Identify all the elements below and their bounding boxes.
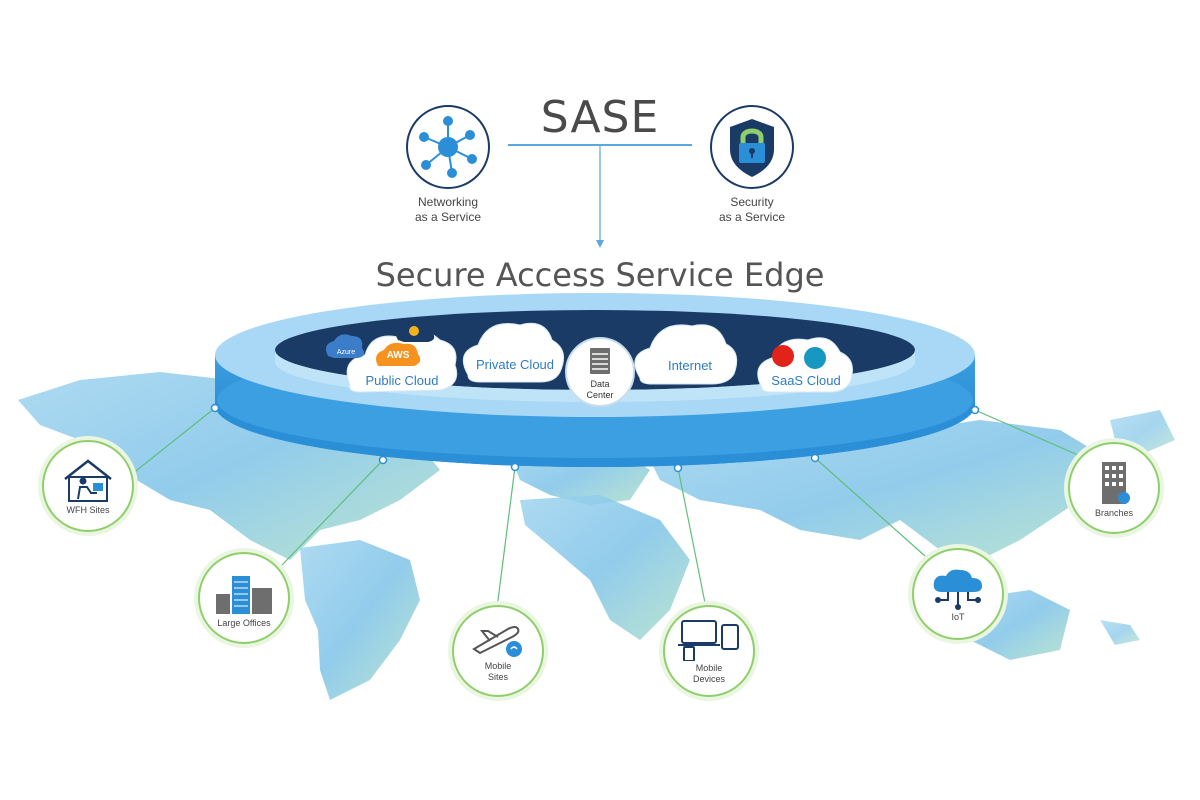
continent-south-america bbox=[300, 540, 420, 700]
wfh-sites-label: WFH Sites bbox=[66, 504, 110, 515]
aws-badge-icon bbox=[376, 342, 421, 366]
title-connectors bbox=[508, 144, 692, 248]
data-center-label: Data Center bbox=[570, 379, 630, 401]
endpoint-iot: IoT bbox=[912, 548, 1004, 640]
security-line2: as a Service bbox=[718, 210, 786, 224]
saas-cloud-label: SaaS Cloud bbox=[771, 373, 841, 388]
red-app-icon bbox=[772, 345, 794, 367]
iot-label: IoT bbox=[951, 611, 965, 622]
salesforce-icon bbox=[802, 345, 828, 371]
diagram-subtitle: Secure Access Service Edge bbox=[375, 256, 825, 294]
data-center-line2: Center bbox=[586, 390, 614, 400]
azure-label: Azure bbox=[336, 349, 356, 356]
endpoint-branches: Branches bbox=[1068, 442, 1160, 534]
branch-building-icon bbox=[1102, 461, 1130, 504]
mobile-devices-line2: Devices bbox=[692, 674, 725, 684]
security-service: Security as a Service bbox=[682, 105, 822, 225]
devices-icon bbox=[678, 620, 739, 661]
large-offices-label: Large Offices bbox=[217, 617, 271, 628]
branches-label: Branches bbox=[1094, 507, 1134, 518]
private-cloud-label: Private Cloud bbox=[475, 357, 555, 372]
networking-line1: Networking bbox=[417, 195, 479, 209]
public-cloud-label: Public Cloud bbox=[365, 373, 439, 388]
office-buildings-icon bbox=[216, 575, 272, 614]
security-line1: Security bbox=[730, 195, 774, 209]
mobile-devices-line1: Mobile bbox=[695, 663, 723, 673]
continent-africa bbox=[520, 495, 690, 640]
data-center-line1: Data bbox=[590, 379, 610, 389]
home-worker-icon bbox=[64, 458, 112, 502]
network-hub-icon bbox=[406, 105, 490, 189]
mobile-devices-label: Mobile Devices bbox=[693, 663, 725, 685]
networking-service: Networking as a Service bbox=[378, 105, 518, 225]
mobile-sites-label: Mobile Sites bbox=[485, 661, 512, 683]
endpoint-large-offices: Large Offices bbox=[198, 552, 290, 644]
padlock-shield-icon bbox=[710, 105, 794, 189]
endpoint-mobile-sites: Mobile Sites bbox=[452, 605, 544, 697]
aws-label: AWS bbox=[386, 350, 410, 361]
internet-label: Internet bbox=[667, 358, 713, 373]
azure-cloud-icon bbox=[326, 334, 365, 358]
mobile-sites-line2: Sites bbox=[487, 672, 508, 682]
endpoint-wfh-sites: WFH Sites bbox=[42, 440, 134, 532]
diagram-title: SASE bbox=[540, 92, 660, 143]
google-cloud-icon bbox=[395, 320, 435, 342]
endpoint-mobile-devices: Mobile Devices bbox=[663, 605, 755, 697]
mobile-sites-line1: Mobile bbox=[484, 661, 512, 671]
iot-cloud-icon bbox=[933, 569, 982, 610]
networking-line2: as a Service bbox=[414, 210, 482, 224]
airplane-icon bbox=[472, 626, 522, 657]
